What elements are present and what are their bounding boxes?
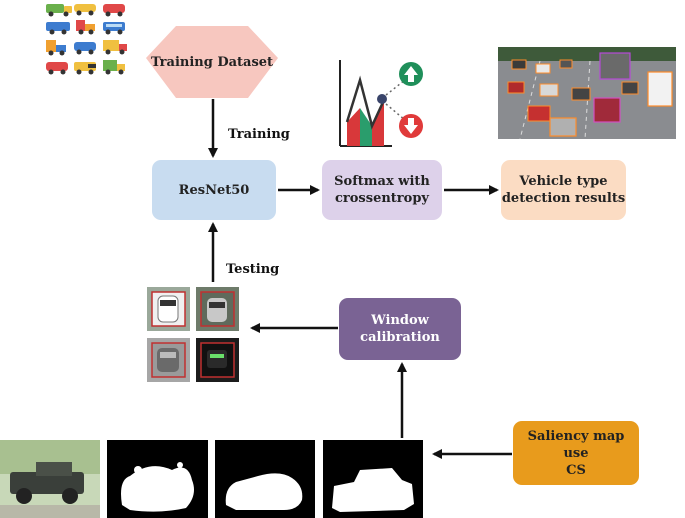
- chart-icon: [339, 60, 406, 147]
- traffic-detection-image: [498, 47, 676, 147]
- arrow-down-circle-icon: [399, 114, 423, 138]
- window-calibration-node: Window calibration: [339, 298, 461, 360]
- saliency-map-label: Saliency map use CS: [527, 428, 625, 478]
- softmax-label: Softmax with crossentropy: [334, 174, 430, 206]
- vehicle-results-label: Vehicle type detection results: [501, 174, 626, 206]
- resnet50-node: ResNet50: [152, 160, 276, 220]
- vehicle-crops-grid: [147, 287, 239, 382]
- training-dataset-hexagon: [146, 26, 278, 98]
- resnet50-label: ResNet50: [178, 182, 250, 198]
- training-dataset-label: Training Dataset: [150, 54, 274, 70]
- arrow-up-circle-icon: [399, 62, 423, 86]
- edge-label-testing: Testing: [226, 262, 280, 277]
- vehicle-results-node: Vehicle type detection results: [501, 160, 626, 220]
- training-dataset-node: Training Dataset: [146, 26, 278, 98]
- saliency-map-node: Saliency map use CS: [513, 421, 639, 485]
- saliency-images-strip: [0, 440, 423, 518]
- vehicle-icons-grid: [46, 4, 127, 75]
- edge-label-training: Training: [228, 127, 290, 142]
- window-calibration-label: Window calibration: [360, 313, 440, 345]
- softmax-node: Softmax with crossentropy: [322, 160, 442, 220]
